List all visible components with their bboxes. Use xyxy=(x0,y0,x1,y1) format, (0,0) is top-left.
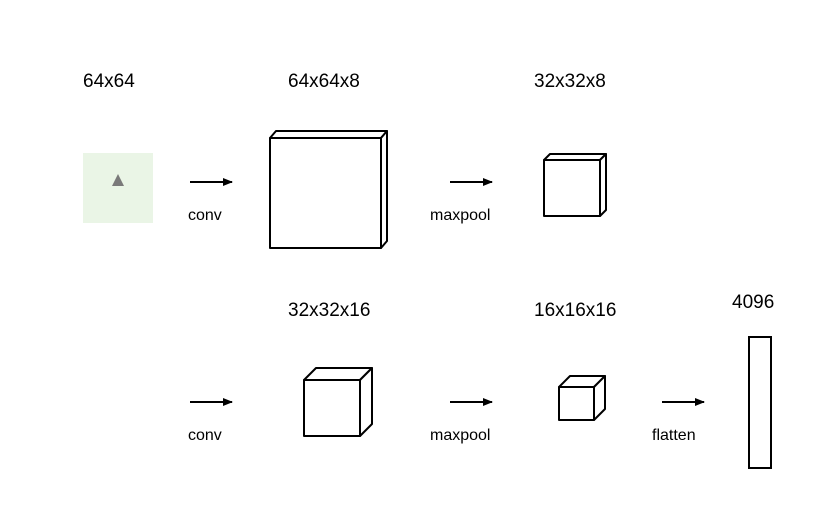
triangle-icon xyxy=(112,174,124,186)
pool2-block xyxy=(558,375,606,421)
pool2-size-label: 16x16x16 xyxy=(534,300,617,321)
maxpool-op-label: maxpool xyxy=(430,427,491,444)
conv1-size-label: 64x64x8 xyxy=(288,71,360,92)
flatten-size-label: 4096 xyxy=(732,292,775,313)
conv-op-label: conv xyxy=(188,207,222,224)
conv2-size-label: 32x32x16 xyxy=(288,300,371,321)
input-size-label: 64x64 xyxy=(83,71,135,92)
conv1-block xyxy=(269,130,388,249)
flatten-vector xyxy=(748,336,772,469)
maxpool-op-label: maxpool xyxy=(430,207,491,224)
flatten-op-label: flatten xyxy=(652,427,696,444)
pool1-size-label: 32x32x8 xyxy=(534,71,606,92)
input-image xyxy=(83,153,153,223)
conv2-block xyxy=(303,367,373,437)
pool1-block xyxy=(543,153,607,217)
conv-op-label: conv xyxy=(188,427,222,444)
